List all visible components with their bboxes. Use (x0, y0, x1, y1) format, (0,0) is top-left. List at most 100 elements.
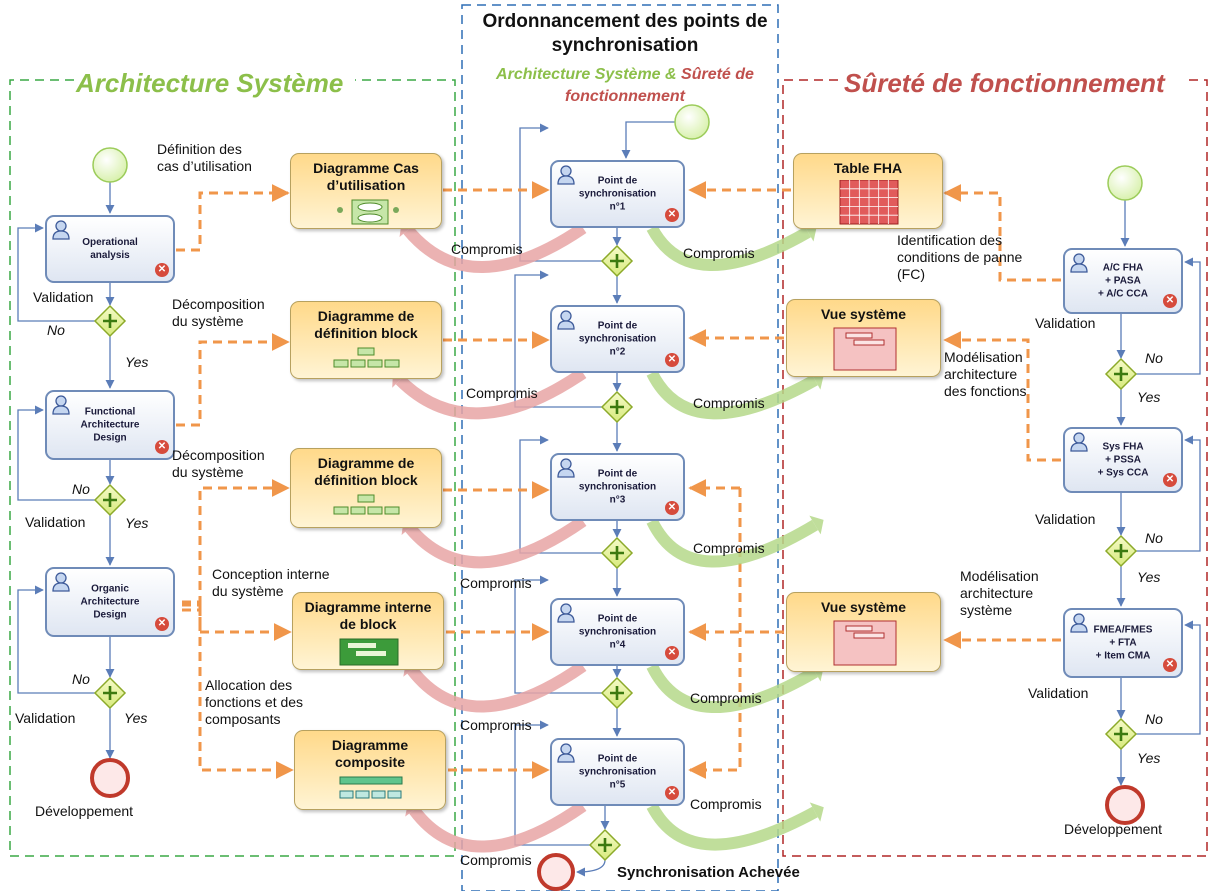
task-operational-line: Operational (82, 237, 138, 248)
artifact-left-4-title-line: Diagramme interne (304, 599, 432, 615)
annotation-right-1: Identification des (897, 232, 1003, 248)
annotation-left-3: du système (172, 464, 244, 480)
artifact-right-3-title: Vue système (787, 599, 940, 616)
sync-point-3-line: synchronisation (578, 481, 657, 493)
block-icon (384, 359, 400, 368)
sync-point-5-line: Point de (597, 753, 638, 765)
compromis-arc-left-2 (395, 368, 587, 420)
no-label: No (47, 322, 65, 338)
task-ac-fha[interactable]: A/C FHA+ PASA+ A/C CCA✕ (1063, 248, 1183, 314)
user-icon-head (55, 220, 67, 232)
ibd-part (356, 651, 386, 656)
loop-back-flow (1136, 257, 1201, 375)
annotation-left-1: cas d’utilisation (157, 158, 252, 174)
sync-done-label: Synchronisation Achevée (617, 864, 800, 881)
task-fmea-line: + Item CMA (1095, 650, 1151, 662)
error-icon: ✕ (665, 353, 679, 367)
compromis-arc-left-3 (405, 516, 587, 569)
annotation-right-2: des fonctions (944, 383, 1027, 399)
exchange-arrow (943, 184, 1061, 282)
block-icon (357, 347, 375, 356)
user-icon (1070, 253, 1088, 273)
annotation-right-1: conditions de panne (897, 249, 1023, 265)
compromis-arc-left-4 (407, 661, 587, 713)
task-ac-fha-line: + PASA (1105, 275, 1141, 287)
usecase-thumbnail-icon (337, 199, 399, 225)
artifact-left-5-title-line: composite (334, 754, 405, 770)
start-event-right (1107, 165, 1143, 201)
vue-part (853, 632, 884, 639)
task-organic-line: Organic (91, 583, 129, 595)
block-icon (350, 506, 366, 515)
user-icon (557, 603, 575, 623)
usecase-ellipse (357, 213, 383, 223)
user-icon (557, 165, 575, 185)
annotation-right-3: système (960, 602, 1013, 618)
gateway-sync-4-plus-icon (610, 686, 624, 700)
error-icon: ✕ (155, 617, 169, 631)
artifact-right-2-title: Vue système (787, 306, 940, 323)
artifact-right-2[interactable]: Vue système (786, 299, 941, 377)
vue-part (853, 339, 884, 346)
block-icon (350, 359, 366, 368)
artifact-right-3[interactable]: Vue système (786, 592, 941, 672)
sequence-flow (621, 121, 675, 159)
composite-part (387, 790, 402, 799)
task-ac-fha-label: A/C FHA+ PASA+ A/C CCA (1075, 262, 1171, 301)
ibd-part (348, 643, 376, 648)
sync-point-2-line: Point de (597, 320, 638, 332)
task-sys-fha-line: + PSSA (1105, 454, 1141, 466)
task-fmea[interactable]: FMEA/FMES+ FTA+ Item CMA✕ (1063, 608, 1183, 678)
artifact-right-1[interactable]: Table FHA (793, 153, 943, 229)
artifact-left-3-title-line: Diagramme de (317, 455, 415, 471)
exchange-arrow (688, 488, 742, 779)
error-icon: ✕ (1163, 294, 1177, 308)
gateway-left-2-plus-icon (103, 493, 117, 507)
task-sys-fha[interactable]: Sys FHA+ PSSA+ Sys CCA✕ (1063, 427, 1183, 493)
task-sys-fha-label: Sys FHA+ PSSA+ Sys CCA (1075, 441, 1171, 480)
block-icon (333, 359, 349, 368)
end-label-left: Développement (35, 803, 134, 819)
compromis-label-right: Compromis (683, 245, 755, 261)
loop-back-flow (519, 123, 602, 262)
user-icon (52, 572, 70, 592)
sequence-flow (576, 859, 606, 877)
error-icon: ✕ (155, 440, 169, 454)
validation-label: Validation (1035, 315, 1096, 331)
compromis-arc-right-5 (646, 803, 818, 851)
start-event-left (92, 147, 128, 183)
loop-back-flow (514, 720, 590, 846)
no-label: No (1145, 350, 1163, 366)
annotation-left-5: Allocation des (205, 677, 293, 693)
yes-label: Yes (1137, 389, 1161, 405)
exchange-arrow (182, 479, 290, 604)
composite-part (339, 776, 403, 785)
annotation-right-3: architecture (960, 585, 1034, 601)
compromis-arc-right-4 (646, 663, 819, 714)
validation-label: Validation (1035, 511, 1096, 527)
gateway-sync-3-plus-icon (610, 546, 624, 560)
error-icon: ✕ (1163, 473, 1177, 487)
artifact-left-2-title-line: Diagramme de (317, 308, 415, 324)
sync-point-2-line: n°2 (609, 346, 626, 358)
sync-point-1-line: synchronisation (578, 188, 657, 200)
user-icon-body (52, 230, 70, 240)
